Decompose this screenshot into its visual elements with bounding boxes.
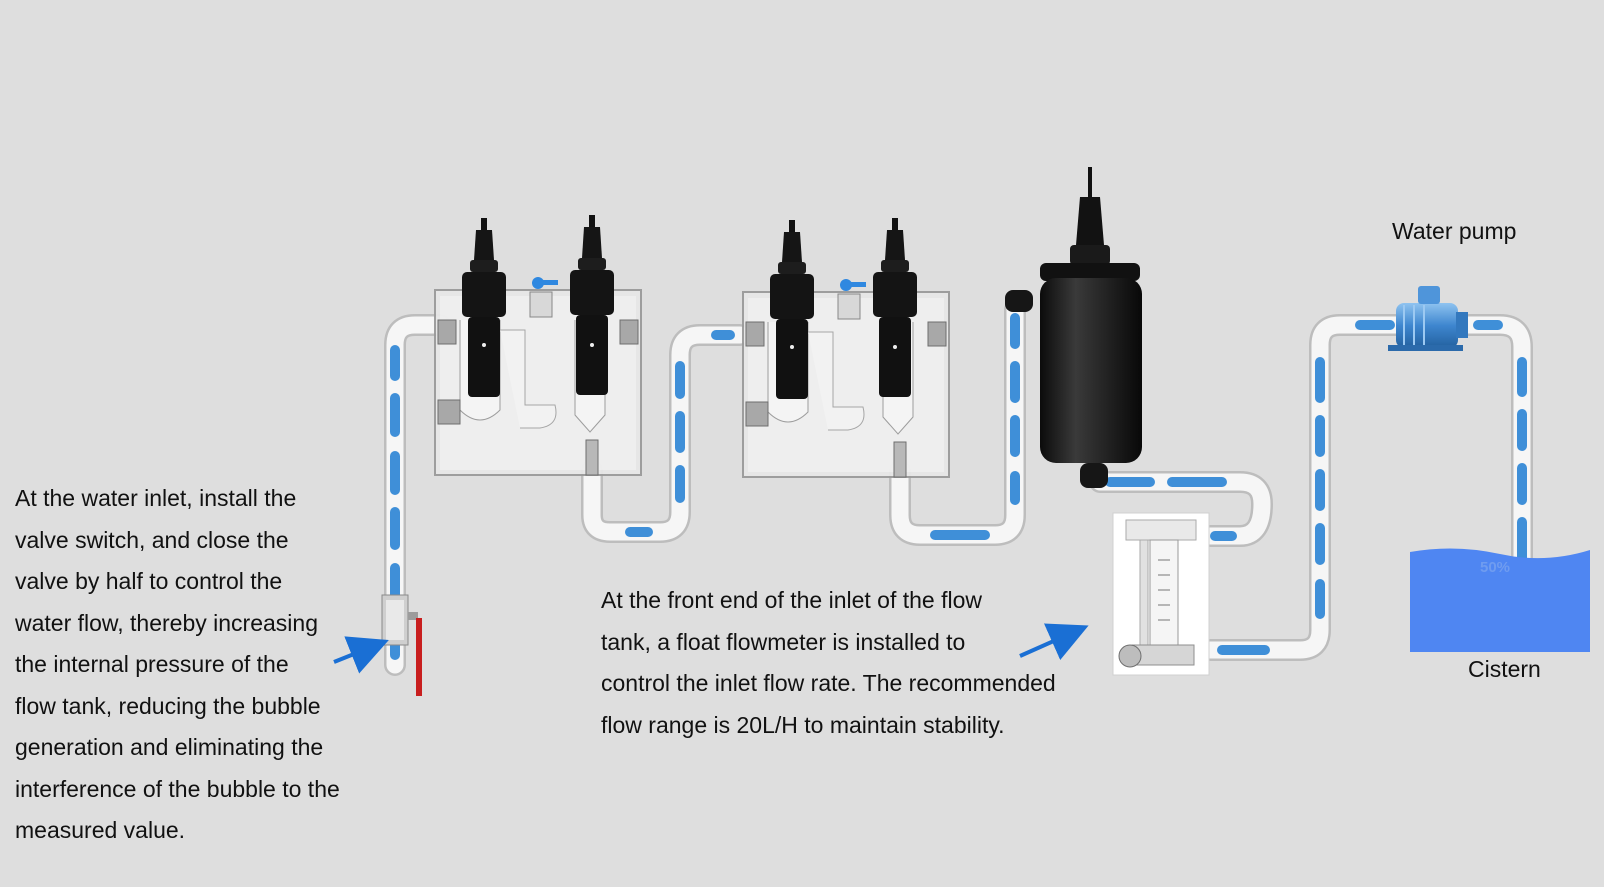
sensor-probe-icon	[873, 218, 917, 397]
note-line: valve by half to control the	[15, 568, 283, 594]
note-line: interference of the bubble to the	[15, 775, 340, 802]
flow-cell-2	[742, 218, 950, 478]
sensor-probe-icon	[570, 215, 614, 395]
filter-housing-icon	[1040, 278, 1142, 463]
water-pump-label: Water pump	[1392, 218, 1517, 244]
flowmeter-note: At the front end of the inlet of the flo…	[601, 580, 1121, 746]
cistern-label: Cistern	[1468, 656, 1541, 682]
valve-icon	[416, 618, 422, 696]
note-line: the internal pressure of the	[15, 651, 289, 677]
note-line: flow tank, reducing the bubble	[15, 692, 321, 719]
water-pump	[1388, 286, 1468, 351]
sensor-probe-icon	[1076, 197, 1104, 245]
flowmeter	[1112, 512, 1210, 676]
inlet-valve	[381, 594, 422, 696]
note-line: At the front end of the inlet of the flo…	[601, 587, 983, 613]
sensor-probe-icon	[462, 218, 506, 397]
note-line: At the water inlet, install the	[15, 485, 297, 511]
note-line: tank, a float flowmeter is installed to	[601, 628, 966, 655]
cistern: 50%	[1410, 548, 1590, 652]
note-line: valve switch, and close the	[15, 526, 289, 553]
filter-housing	[1005, 167, 1142, 488]
inlet-valve-note: At the water inlet, install the valve sw…	[15, 478, 375, 852]
flow-cell-1	[434, 215, 642, 476]
note-line: generation and eliminating the	[15, 734, 324, 760]
water-pump-icon	[1396, 303, 1458, 348]
note-line: water flow, thereby increasing	[15, 609, 318, 636]
sensor-probe-icon	[770, 220, 814, 399]
cistern-level-label: 50%	[1480, 559, 1510, 576]
arrow-icon	[333, 636, 389, 674]
water-in-pipes	[390, 313, 1527, 660]
note-line: measured value.	[15, 817, 186, 843]
arrow-icon	[1019, 623, 1089, 661]
note-line: flow range is 20L/H to maintain stabilit…	[601, 711, 1005, 738]
cistern-water	[1410, 548, 1590, 652]
note-line: control the inlet flow rate. The recomme…	[601, 670, 1056, 696]
